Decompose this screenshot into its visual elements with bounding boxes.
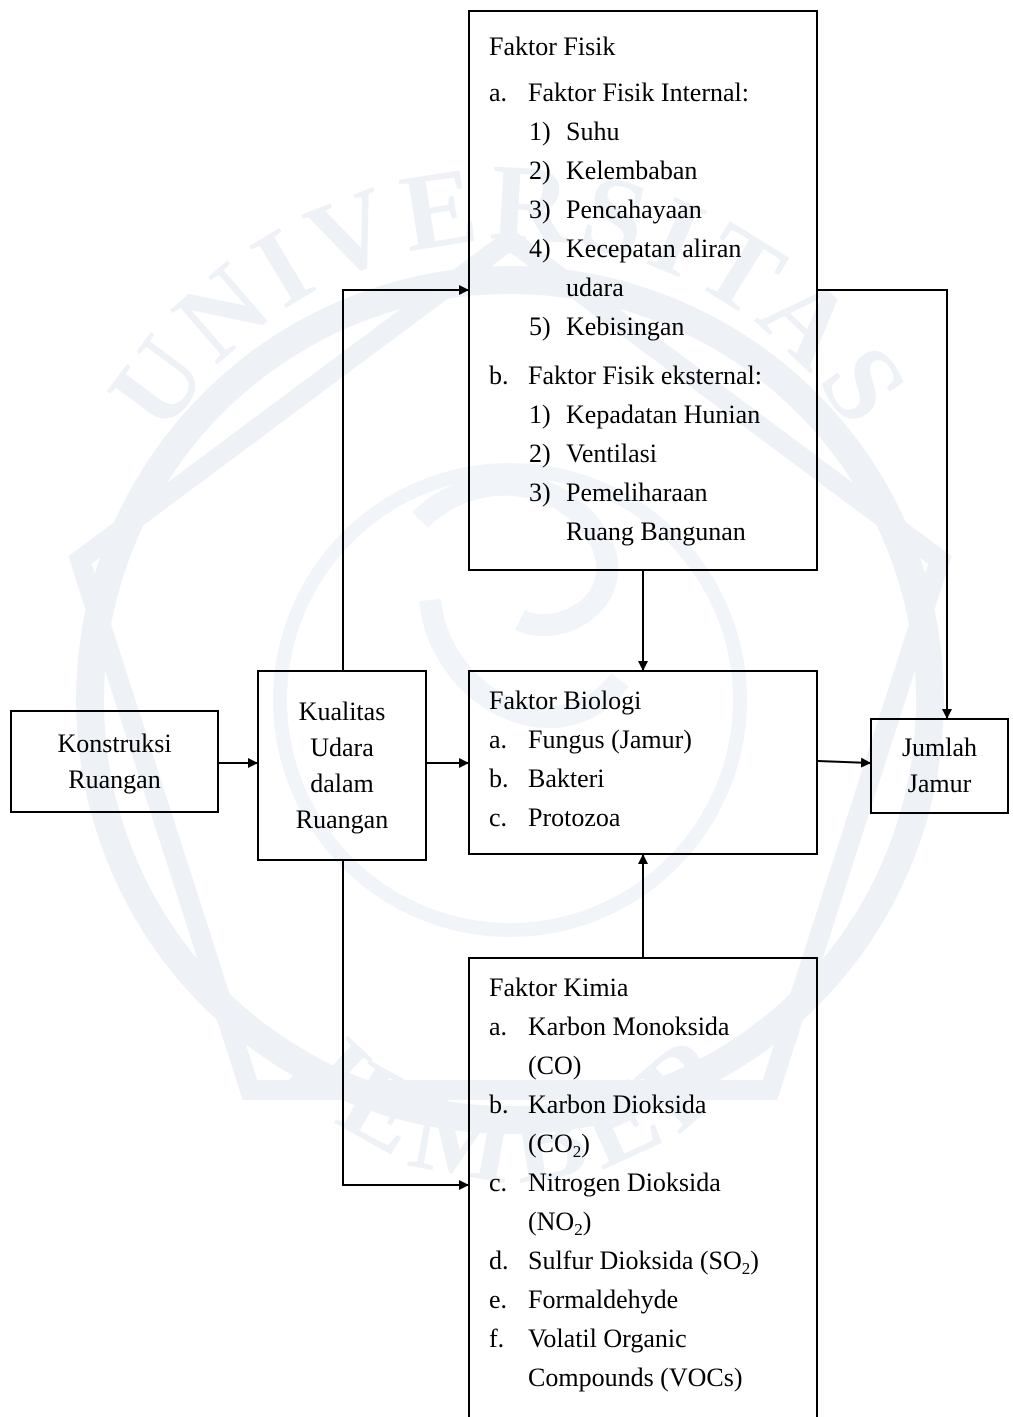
biologi-title: Faktor Biologi: [489, 686, 642, 715]
node-kualitas-line-4: Ruangan: [295, 804, 389, 834]
node-kualitas-line-1: Kualitas: [298, 696, 386, 726]
node-jumlah-line-2: Jamur: [907, 769, 972, 798]
kimia-item-f-cont: Compounds (VOCs): [528, 1363, 743, 1392]
fisik-a-marker: a.: [489, 78, 508, 107]
node-konstruksi-line-1: Konstruksi: [57, 728, 172, 758]
fisik-a-heading: a. Faktor Fisik Internal:: [489, 78, 819, 114]
fisik-b-marker: b.: [489, 361, 509, 390]
node-kualitas-udara: Kualitas Udara dalam Ruangan: [257, 670, 427, 861]
fisik-b-label: Faktor Fisik eksternal:: [528, 361, 762, 390]
node-konstruksi-ruangan: Konstruksi Ruangan: [10, 710, 219, 813]
fisik-a-item-4-cont: udara: [566, 273, 624, 302]
kimia-title: Faktor Kimia: [489, 973, 629, 1002]
arrow-kualitas-to-fisik: [342, 285, 469, 670]
node-kualitas-line-3: dalam: [310, 768, 374, 798]
arrow-biologi-to-jumlah: [817, 757, 871, 768]
arrow-kualitas-to-kimia: [342, 860, 469, 1190]
node-faktor-fisik: Faktor Fisik a. Faktor Fisik Internal: 1…: [468, 10, 818, 571]
fisik-b-heading: b. Faktor Fisik eksternal:: [489, 361, 819, 397]
node-kualitas-line-2: Udara: [310, 732, 374, 762]
node-jumlah-jamur: Jumlah Jamur: [870, 718, 1009, 814]
node-konstruksi-line-2: Ruangan: [68, 764, 161, 794]
arrow-fisik-to-jumlah: [818, 289, 952, 719]
fisik-b-item-3-cont: Ruang Bangunan: [566, 517, 746, 546]
kimia-item-c-cont: (NO2): [528, 1207, 592, 1239]
node-faktor-kimia: Faktor Kimia a. Karbon Monoksida (CO) b.…: [468, 957, 818, 1417]
fisik-a-label: Faktor Fisik Internal:: [528, 78, 749, 107]
fisik-title: Faktor Fisik: [489, 32, 616, 61]
node-faktor-biologi: Faktor Biologi a. Fungus (Jamur) b. Bakt…: [468, 670, 818, 855]
kimia-item-a-cont: (CO): [528, 1051, 582, 1080]
kimia-item-b-cont: (CO2): [528, 1129, 590, 1161]
node-jumlah-line-1: Jumlah: [901, 733, 978, 762]
